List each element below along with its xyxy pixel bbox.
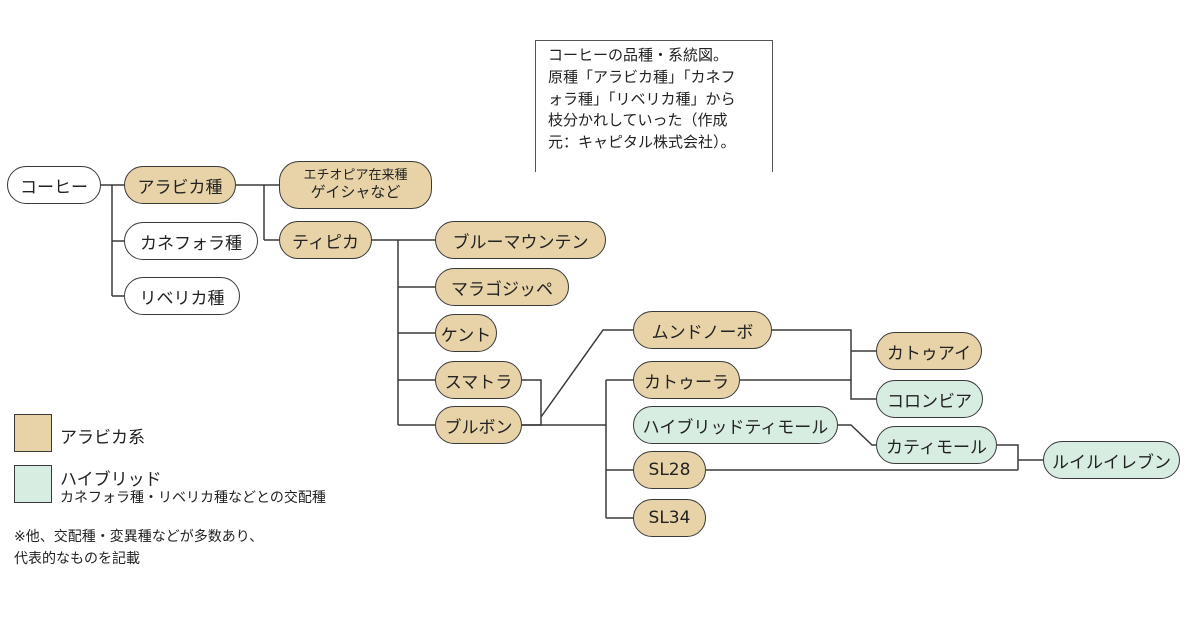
legend-hybrid-sub: カネフォラ種・リベリカ種などとの交配種 xyxy=(60,490,326,506)
node-hibrido-timor: ハイブリッドティモール xyxy=(633,406,838,444)
node-sl34: SL34 xyxy=(633,499,706,537)
legend-hybrid-label: ハイブリッド xyxy=(60,470,162,490)
caption-line: 原種「アラビカ種」「カネフ xyxy=(548,67,736,86)
caption-line: ォラ種」「リベリカ種」から xyxy=(548,89,736,108)
legend-arabica-swatch xyxy=(14,414,52,452)
node-caturra: カトゥーラ xyxy=(633,361,740,399)
caption-note: コーヒーの品種・系統図。 原種「アラビカ種」「カネフ ォラ種」「リベリカ種」から… xyxy=(535,40,773,172)
node-kent: ケント xyxy=(435,314,497,352)
node-bourbon: ブルボン xyxy=(435,406,522,444)
node-arabica-species: アラビカ種 xyxy=(124,166,236,204)
node-colombia: コロンビア xyxy=(876,380,983,418)
node-sumatra: スマトラ xyxy=(435,361,522,399)
node-blue-mountain: ブルーマウンテン xyxy=(435,221,606,259)
node-liberica-species: リベリカ種 xyxy=(124,277,240,315)
caption-line: 元：キャピタル株式会社）。 xyxy=(548,133,736,151)
node-mundo-novo: ムンドノーボ xyxy=(633,311,772,349)
node-ethiopia-line1: エチオピア在来種 xyxy=(303,167,408,183)
node-catuai: カトゥアイ xyxy=(876,332,982,370)
legend-hybrid-swatch xyxy=(14,465,52,503)
node-maragogipe: マラゴジッペ xyxy=(435,268,569,306)
node-ruiru11: ルイルイレブン xyxy=(1043,441,1180,479)
node-canephora-species: カネフォラ種 xyxy=(124,222,258,260)
node-typica: ティピカ xyxy=(279,221,372,259)
node-ethiopia-line2: ゲイシャなど xyxy=(310,182,401,201)
caption-line: 枝分かれしていった（作成 xyxy=(548,111,728,130)
node-catimor: カティモール xyxy=(876,426,997,464)
footnote-line: ※他、交配種・変異種などが多数あり、 xyxy=(14,529,264,545)
node-sl28: SL28 xyxy=(633,451,706,489)
footnote-line: 代表的なものを記載 xyxy=(14,550,140,567)
caption-line: コーヒーの品種・系統図。 xyxy=(548,46,729,64)
footnote: ※他、交配種・変異種などが多数あり、 代表的なものを記載 xyxy=(14,527,263,570)
node-ethiopia-heirloom: エチオピア在来種 ゲイシャなど xyxy=(279,161,432,209)
legend-arabica-label: アラビカ系 xyxy=(60,428,145,448)
node-coffee: コーヒー xyxy=(7,166,101,204)
